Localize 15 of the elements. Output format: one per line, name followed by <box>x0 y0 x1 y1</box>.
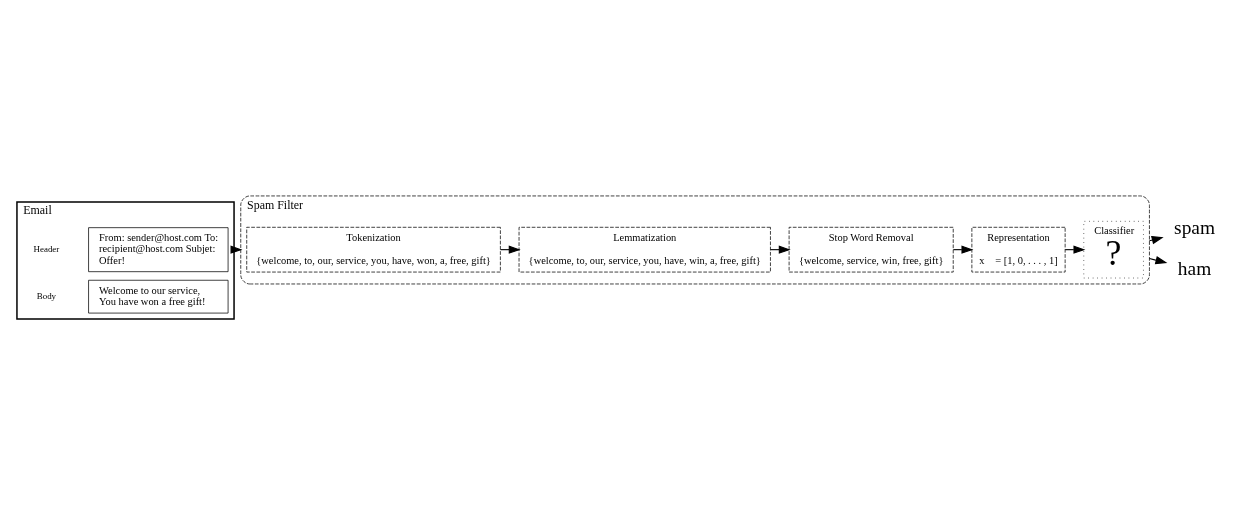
arrow <box>1148 256 1168 265</box>
node-label: Header <box>33 243 60 254</box>
node-box: Lemmatization {welcome, to, our, service, you, have, win, a, free, gift} <box>518 226 771 273</box>
node-box: From: sender@host.com To: recipient@host.com Subjet: Offer! <box>88 227 229 273</box>
node-label: Body <box>36 290 57 301</box>
node-text: ham <box>1177 257 1212 279</box>
node-box: Welcome to our service, You have won a free gift! <box>88 279 229 314</box>
node-box: Tokenization {welcome, to, our, service, you, have, won, a, free, gift} <box>246 226 501 273</box>
arrow <box>1148 236 1164 245</box>
node-box: Classifier ? <box>1083 220 1144 279</box>
arrow <box>769 245 791 254</box>
arrow <box>499 245 521 254</box>
node-text: spam <box>1174 217 1216 239</box>
node-box: Representation x⃗ = [1, 0, . . . , 1] <box>971 226 1066 273</box>
node-box: Stop Word Removal {welcome, service, win, free, gift} <box>788 226 954 273</box>
